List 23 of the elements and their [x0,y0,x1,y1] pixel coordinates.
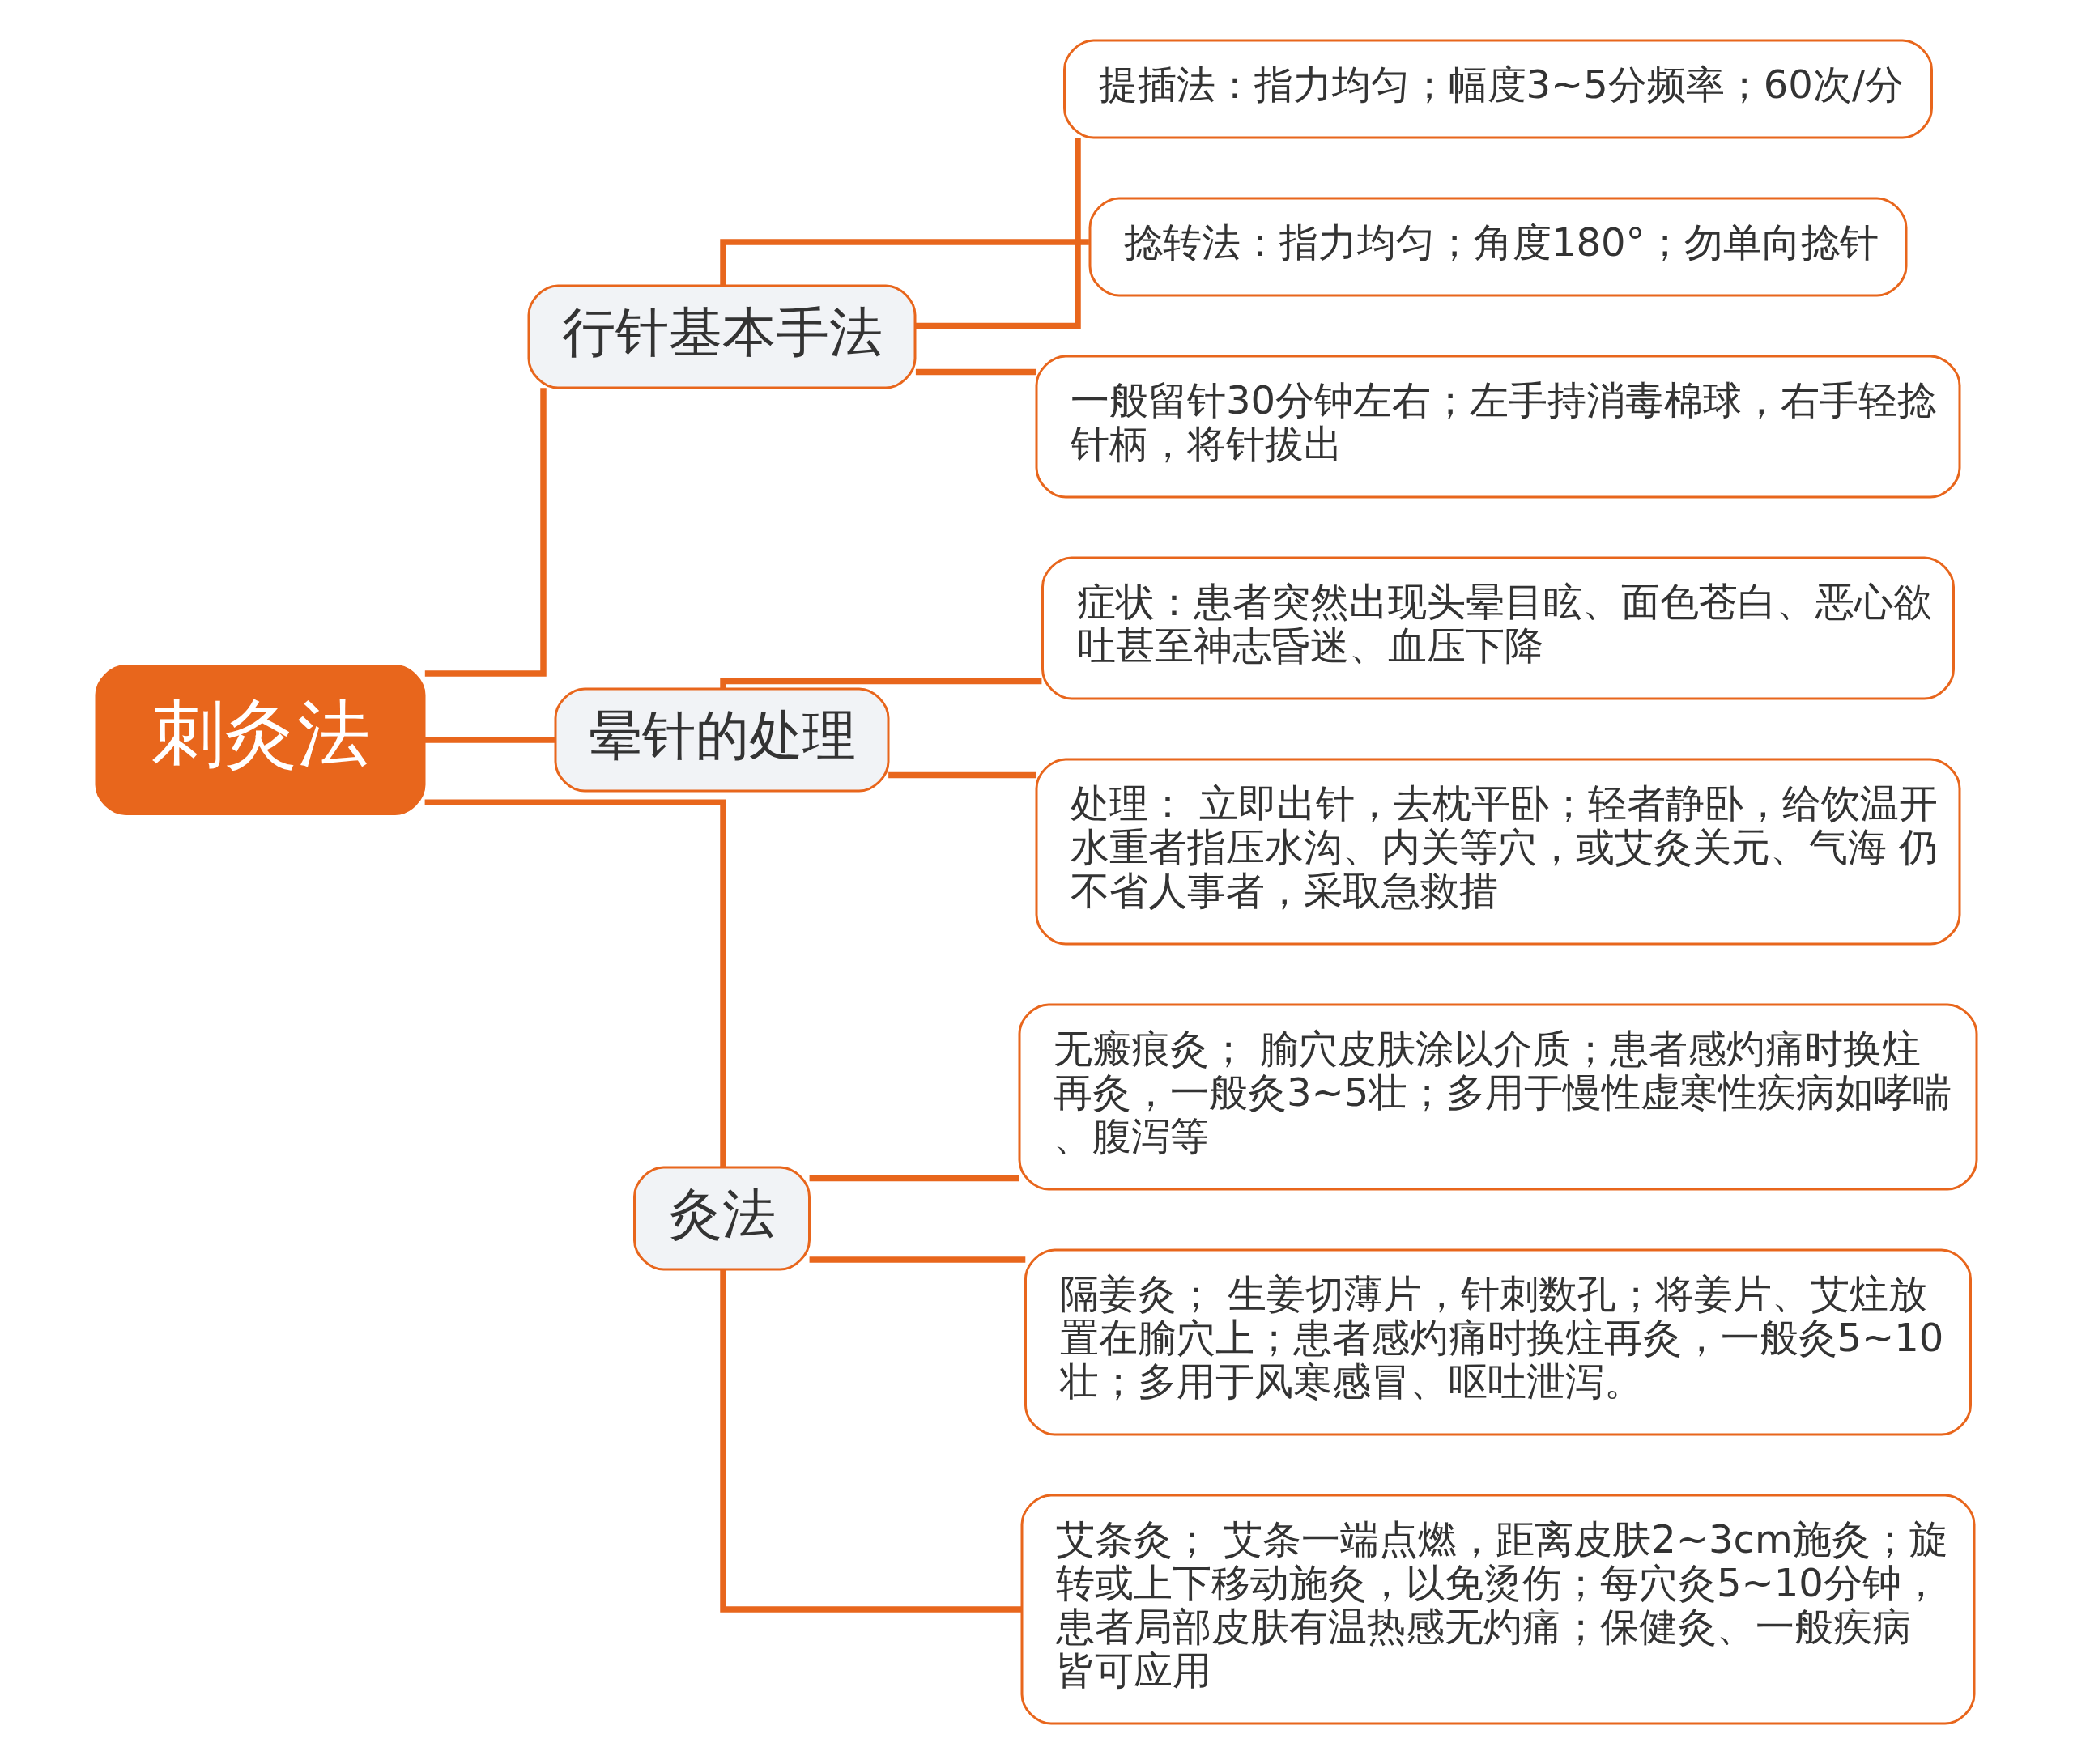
connector [720,239,1089,285]
connector [720,678,1042,689]
node-box: 捻转法：指力均匀；角度180°；勿单向捻针 [1088,197,1908,297]
connector [424,799,726,1167]
connector [720,1269,1022,1613]
connector [424,737,555,743]
node-box: 一般留针30分钟左右；左手持消毒棉球，右手轻捻针柄，将针拔出 [1035,355,1961,499]
node-box: 刺灸法 [95,665,426,815]
connector [915,368,1036,376]
node-box: 晕针的处理 [554,687,890,793]
connector [915,138,1081,329]
connector [888,771,1036,779]
connector [809,1256,1026,1263]
connector [424,388,547,677]
node-box: 提插法：指力均匀；幅度3~5分频率；60次/分 [1063,39,1933,139]
node-box: 症状：患者突然出现头晕目眩、面色苍白、恶心欲吐甚至神志昏迷、血压下降 [1041,556,1955,700]
connector [809,1175,1019,1182]
node-box: 行针基本手法 [527,284,917,389]
node-box: 隔姜灸； 生姜切薄片，针刺数孔；将姜片、艾炷放置在腧穴上；患者感灼痛时换炷再灸，一般灸5~10壮；多用于风寒感冒、呕吐泄泻。 [1024,1248,1972,1436]
node-box: 处理： 立即出针，去枕平卧；轻者静卧，给饮温开水重者指压水沟、内关等穴，或艾灸关元、气海 仍不省人事者，采取急救措 [1035,758,1961,946]
node-box: 艾条灸； 艾条一端点燃，距离皮肤2~3cm施灸；旋转或上下移动施灸，以免烫伤；每穴灸5~10分钟，患者局部皮肤有温热感无灼痛；保健灸、一般疾病皆可应用 [1020,1494,1976,1725]
node-box: 无瘢痕灸； 腧穴皮肤涂以介质；患者感灼痛时换炷再灸，一般灸3~5壮；多用于慢性虚寒性疾病如哮喘、腹泻等 [1018,1003,1978,1191]
node-box: 灸法 [633,1166,811,1271]
